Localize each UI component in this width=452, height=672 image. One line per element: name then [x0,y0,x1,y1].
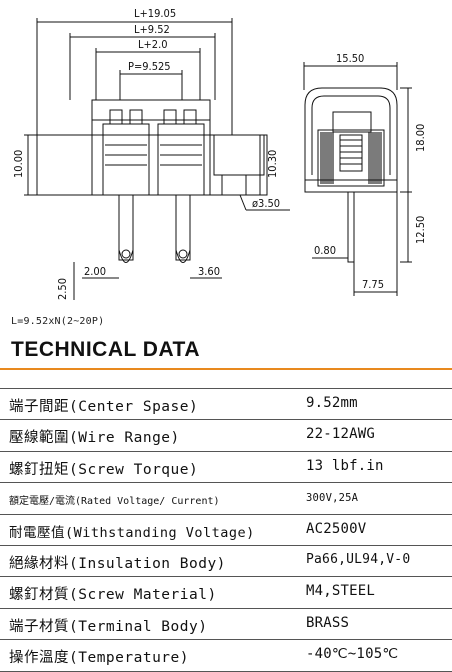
spec-label: 額定電壓/電流(Rated Voltage/ Current) [9,496,220,508]
dim-350: ø3.50 [252,197,280,210]
technical-drawing: L+19.05 L+9.52 L+2.0 P=9.525 15.50 10.00… [12,7,427,300]
spec-label: 絕緣材料(Insulation Body) [9,555,226,572]
spec-label: 螺釘扭矩(Screw Torque) [9,461,199,478]
spec-label: 端子間距(Center Spase) [9,399,199,415]
length-formula: L=9.52xN(2~20P) [11,316,105,327]
spec-value: BRASS [306,614,350,631]
spec-value: AC2500V [306,520,367,537]
dim-1800: 18.00 [414,124,427,152]
spec-label: 操作溫度(Temperature) [9,650,189,667]
dim-1250: 12.50 [414,216,427,244]
spec-row-temperature: 操作溫度(Temperature) -40℃~105℃ [0,640,452,672]
dim-1000: 10.00 [12,150,25,178]
dim-250: 2.50 [56,278,69,300]
dim-1550: 15.50 [336,52,364,65]
spec-value: 13 lbf.in [306,457,384,474]
spec-value: Pa66,UL94,V-0 [306,551,411,567]
spec-value: 300V,25A [306,492,359,505]
spec-label: 耐電壓值(Withstanding Voltage) [9,524,255,541]
spec-row-screw-torque: 螺釘扭矩(Screw Torque) 13 lbf.in [0,452,452,484]
dim-l1905: L+19.05 [134,7,176,20]
dim-775: 7.75 [362,278,384,291]
dim-l20: L+2.0 [138,38,168,51]
spec-row-terminal-body: 端子材質(Terminal Body) BRASS [0,609,452,641]
spec-row-rating: 額定電壓/電流(Rated Voltage/ Current) 300V,25A [0,483,452,515]
spec-table: 端子間距(Center Spase) 9.52mm 壓線範圍(Wire Rang… [0,388,452,672]
spec-label: 螺釘材質(Screw Material) [9,587,217,604]
spec-label: 端子材質(Terminal Body) [9,618,208,635]
section-heading: TECHNICAL DATA [11,338,200,361]
spec-value: -40℃~105℃ [306,646,399,663]
dim-1030: 10.30 [266,150,279,178]
spec-row-withstanding-voltage: 耐電壓值(Withstanding Voltage) AC2500V [0,515,452,546]
spec-row-wire-range: 壓線範圍(Wire Range) 22-12AWG [0,420,452,452]
spec-row-insulation: 絕緣材料(Insulation Body) Pa66,UL94,V-0 [0,546,452,578]
heading-underline [0,368,452,370]
spec-value: M4,STEEL [306,583,376,600]
spec-row-pitch: 端子間距(Center Spase) 9.52mm [0,388,452,421]
dim-l952: L+9.52 [134,23,170,36]
dim-080: 0.80 [314,244,336,257]
spec-label: 壓線範圍(Wire Range) [9,430,180,447]
spec-row-screw-material: 螺釘材質(Screw Material) M4,STEEL [0,577,452,609]
dim-360: 3.60 [198,265,220,278]
spec-value: 9.52mm [306,395,358,411]
spec-value: 22-12AWG [306,426,376,443]
dim-200: 2.00 [84,265,106,278]
dim-pitch: P=9.525 [128,60,171,73]
